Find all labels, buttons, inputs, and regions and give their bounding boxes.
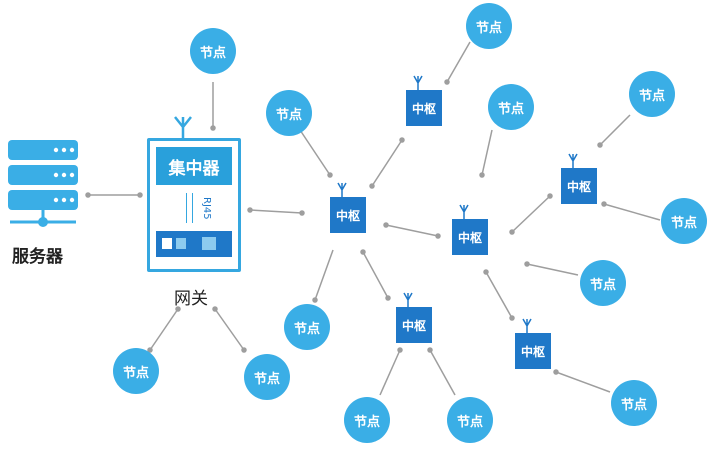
- gateway-label: 网关: [174, 289, 208, 309]
- link-dot: [509, 229, 515, 235]
- link-dot: [137, 192, 143, 198]
- link-dot: [241, 347, 247, 353]
- link-dot: [399, 137, 405, 143]
- concentrator-label: 集中器: [168, 158, 220, 179]
- node-label: 节点: [589, 277, 616, 293]
- link-hub-node: [379, 349, 401, 396]
- link-dot: [312, 297, 318, 303]
- link-dot: [601, 201, 607, 207]
- node: 节点: [447, 397, 493, 443]
- link-node-hub: [446, 41, 471, 83]
- hub-label: 中枢: [457, 230, 482, 245]
- server-label: 服务器: [12, 247, 63, 267]
- hub-label: 中枢: [335, 208, 360, 223]
- node-label: 节点: [475, 20, 502, 36]
- link-dot: [597, 142, 603, 148]
- node-label: 节点: [293, 321, 320, 337]
- link-node-hub: [299, 129, 331, 176]
- node-label: 节点: [122, 365, 149, 381]
- link-hub-hub: [371, 139, 403, 187]
- node: 节点: [190, 28, 236, 74]
- link-dot: [85, 192, 91, 198]
- link-hub-hub: [385, 224, 439, 237]
- link-dot: [369, 183, 375, 189]
- link-gateway-hub: [249, 209, 303, 214]
- port-lines: [186, 193, 187, 223]
- hub: 中枢: [561, 168, 597, 204]
- node-label: 节点: [275, 107, 302, 123]
- node: 节点: [344, 397, 390, 443]
- link-dot: [247, 207, 253, 213]
- node: 节点: [244, 354, 290, 400]
- hub: 中枢: [330, 197, 366, 233]
- link-dot: [547, 193, 553, 199]
- link-dot: [435, 233, 441, 239]
- link-hub-node: [429, 349, 456, 396]
- node-label: 节点: [670, 215, 697, 231]
- link-gateway-node: [214, 308, 245, 351]
- link-dot: [427, 347, 433, 353]
- link-hub-node: [603, 203, 661, 221]
- gateway-device: 集中器 RJ45: [147, 138, 241, 272]
- link-hub-hub: [362, 251, 389, 299]
- node: 节点: [629, 71, 675, 117]
- link-dot: [553, 369, 559, 375]
- node: 节点: [113, 348, 159, 394]
- link-dot: [524, 261, 530, 267]
- hub: 中枢: [396, 307, 432, 343]
- link-dot: [327, 172, 333, 178]
- hub: 中枢: [515, 333, 551, 369]
- link-dot: [385, 295, 391, 301]
- node-label: 节点: [497, 101, 524, 117]
- link-hub-node: [599, 114, 631, 146]
- link-dot: [210, 125, 216, 131]
- port-lines: [192, 193, 193, 223]
- node-label: 节点: [620, 397, 647, 413]
- link-dot: [360, 249, 366, 255]
- hub: 中枢: [452, 219, 488, 255]
- link-dot: [175, 306, 181, 312]
- node-label: 节点: [253, 371, 280, 387]
- link-hub-node: [526, 263, 579, 276]
- hub: 中枢: [406, 90, 442, 126]
- port-label: RJ45: [201, 197, 212, 220]
- antenna-icon: [174, 116, 192, 139]
- link-dot: [479, 172, 485, 178]
- link-dot: [509, 315, 515, 321]
- node: 节点: [266, 90, 312, 136]
- link-gateway-node: [149, 308, 179, 351]
- link-dot: [397, 347, 403, 353]
- node-label: 节点: [199, 45, 226, 61]
- node: 节点: [661, 198, 707, 244]
- link-dot: [383, 222, 389, 228]
- hub-label: 中枢: [520, 344, 545, 359]
- node: 节点: [580, 260, 626, 306]
- node: 节点: [611, 380, 657, 426]
- node: 节点: [466, 3, 512, 49]
- hub-label: 中枢: [566, 179, 591, 194]
- hub-label: 中枢: [411, 101, 436, 116]
- node: 节点: [488, 84, 534, 130]
- link-hub-node: [314, 249, 334, 301]
- hub-label: 中枢: [401, 318, 426, 333]
- node: 节点: [284, 304, 330, 350]
- node-label: 节点: [456, 414, 483, 430]
- link-hub-hub: [485, 271, 513, 319]
- link-dot: [299, 210, 305, 216]
- concentrator-panel: 集中器: [156, 147, 232, 185]
- link-hub-node: [555, 371, 611, 393]
- link-dot: [444, 79, 450, 85]
- link-dot: [483, 269, 489, 275]
- link-hub-hub: [511, 195, 551, 233]
- node-label: 节点: [353, 414, 380, 430]
- node-label: 节点: [638, 88, 665, 104]
- link-dot: [212, 306, 218, 312]
- link-node-hub: [481, 129, 493, 176]
- server-icon: [8, 140, 80, 232]
- status-panel: [156, 231, 232, 257]
